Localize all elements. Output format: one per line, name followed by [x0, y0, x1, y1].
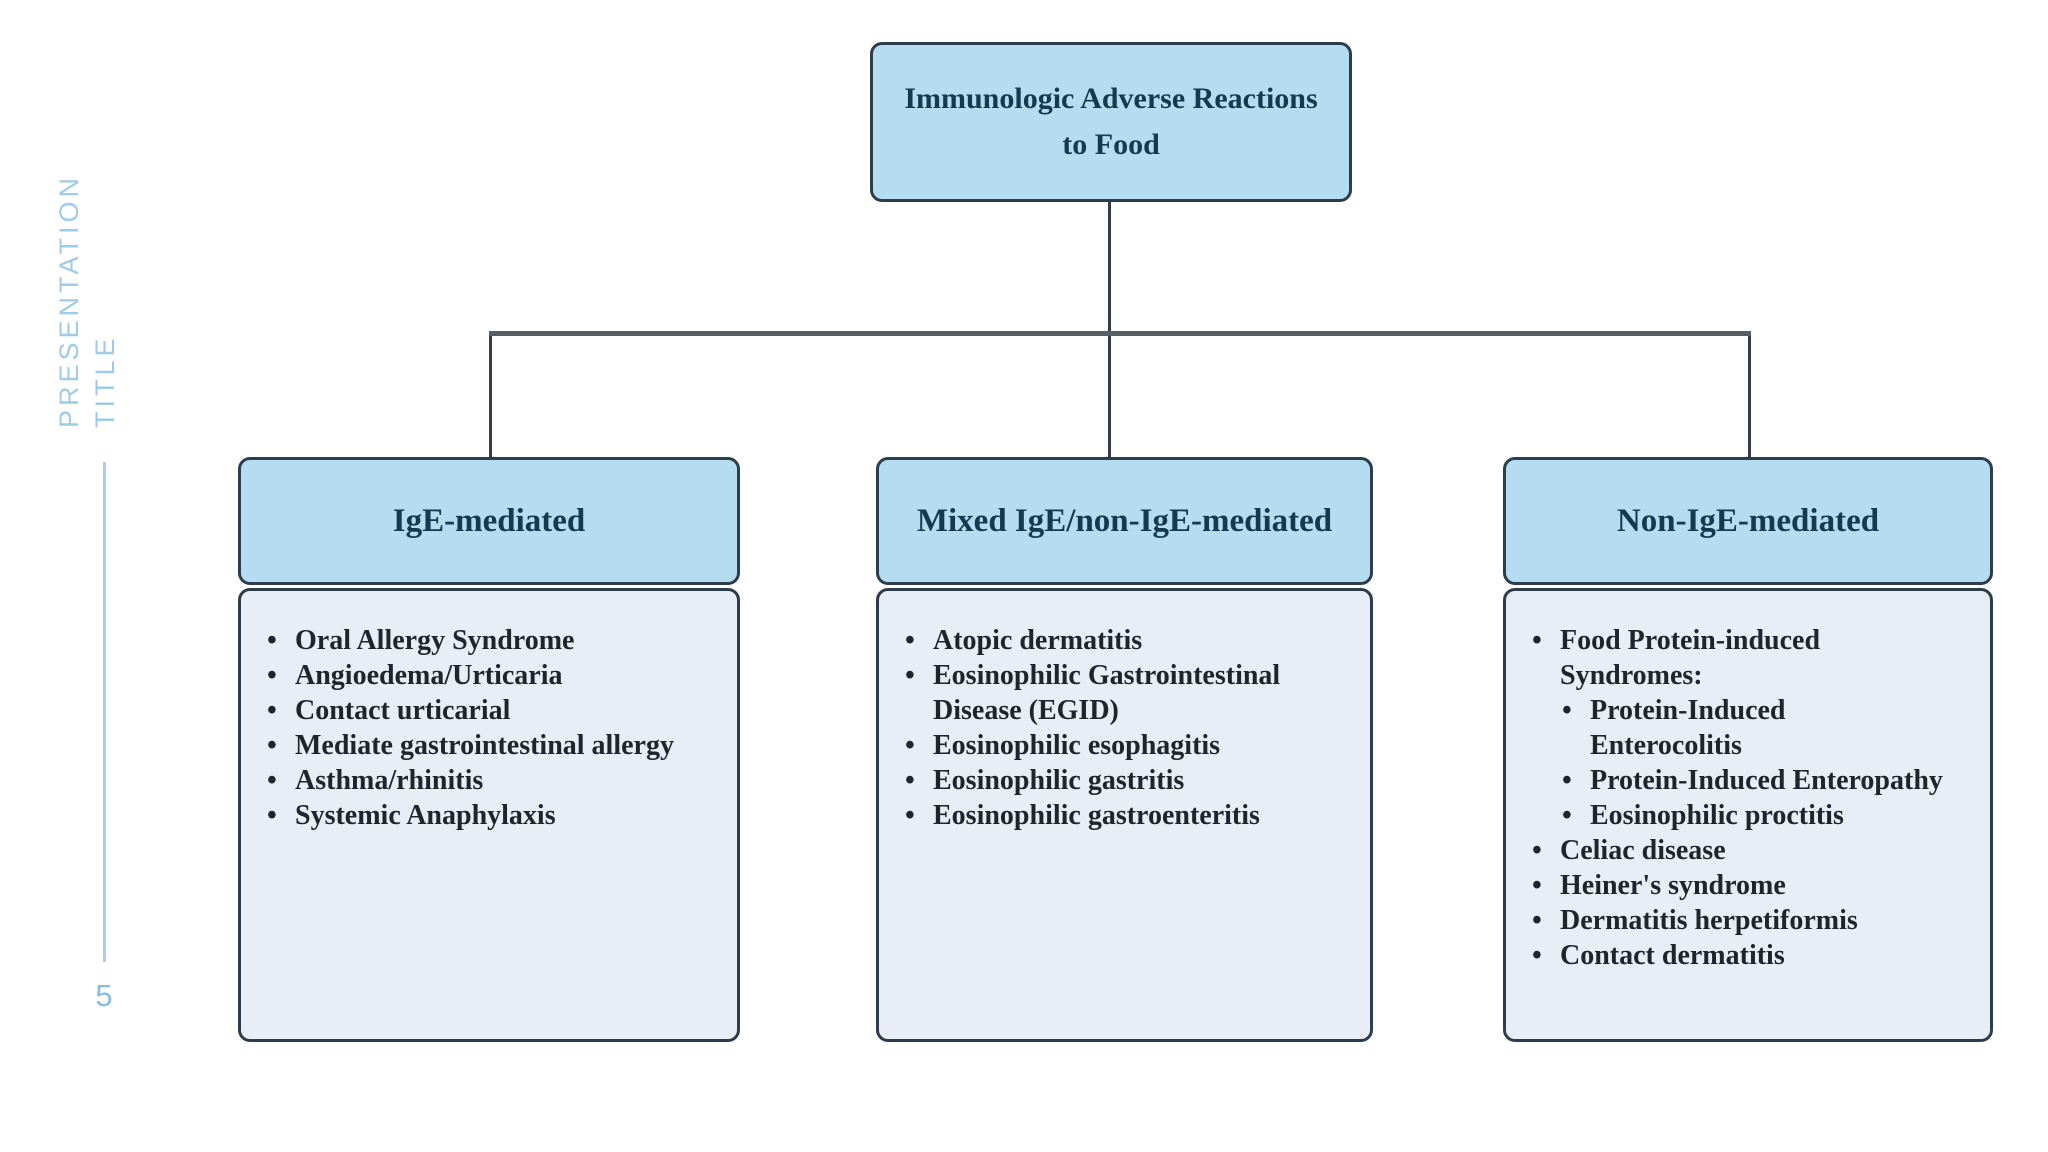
list-item: • Oral Allergy Syndrome	[267, 623, 723, 658]
list-item-sub: • Protein-Induced Enteropathy	[1562, 763, 1976, 798]
list-item-text: Systemic Anaphylaxis	[295, 800, 556, 831]
list-item-text: Eosinophilic proctitis	[1590, 800, 1844, 831]
root-node-box: Immunologic Adverse Reactions to Food	[870, 42, 1352, 202]
bullet: •	[1532, 870, 1542, 901]
list-item: • Mediate gastrointestinal allergy	[267, 728, 723, 763]
connector-horizontal-line	[489, 331, 1751, 336]
root-node-title: Immunologic Adverse Reactions to Food	[904, 82, 1318, 161]
category-body-mixed-mediated: • Atopic dermatitis • Eosinophilic Gastr…	[876, 588, 1373, 1042]
list-item: • Eosinophilic gastritis	[905, 763, 1356, 798]
connector-right-vertical-line	[1748, 334, 1751, 460]
list-item: • Angioedema/Urticaria	[267, 658, 723, 693]
bullet: •	[905, 625, 915, 656]
list-item: • Eosinophilic gastroenteritis	[905, 798, 1356, 833]
list-item-text: Contact dermatitis	[1560, 940, 1785, 971]
bullet: •	[267, 765, 277, 796]
list-item: • Heiner's syndrome	[1532, 868, 1976, 903]
bullet: •	[1532, 940, 1542, 971]
list-item-sub: • Eosinophilic proctitis	[1562, 798, 1976, 833]
list-item-text: Celiac disease	[1560, 835, 1726, 866]
category-header-mixed-mediated: Mixed IgE/non-IgE-mediated	[876, 457, 1373, 585]
list-item: • Systemic Anaphylaxis	[267, 798, 723, 833]
bullet: •	[1562, 800, 1572, 831]
bullet: •	[1532, 905, 1542, 936]
sidebar-title-line1: PRESENTATION	[54, 173, 84, 428]
category-header-label: Non-IgE-mediated	[1616, 502, 1880, 539]
bullet: •	[1562, 695, 1572, 726]
bullet: •	[1562, 765, 1572, 796]
list-item: • Eosinophilic Gastrointestinal Disease …	[905, 658, 1356, 728]
sidebar-presentation-title: PRESENTATION TITLE	[51, 128, 125, 428]
list-item-text: Food Protein-induced Syndromes:	[1560, 625, 1821, 691]
sidebar-rule	[103, 462, 106, 962]
bullet: •	[267, 730, 277, 761]
sidebar-title-line2: TITLE	[90, 334, 120, 428]
list-item: • Atopic dermatitis	[905, 623, 1356, 658]
category-header-label: IgE-mediated	[392, 502, 586, 539]
list-item: • Contact dermatitis	[1532, 938, 1976, 973]
list-item-text: Oral Allergy Syndrome	[295, 625, 575, 656]
category-header-label: Mixed IgE/non-IgE-mediated	[916, 502, 1333, 539]
list-item-text: Eosinophilic gastritis	[933, 765, 1185, 796]
list-item-text: Contact urticarial	[295, 695, 511, 726]
list-item-text: Dermatitis herpetiformis	[1560, 905, 1858, 936]
list-item-text: Angioedema/Urticaria	[295, 660, 563, 691]
list-item-text: Mediate gastrointestinal allergy	[295, 730, 674, 761]
list-item-text: Atopic dermatitis	[933, 625, 1143, 656]
bullet: •	[267, 660, 277, 691]
bullet: •	[905, 800, 915, 831]
bullet: •	[267, 800, 277, 831]
list-item-text: Eosinophilic Gastrointestinal Disease (E…	[933, 660, 1281, 726]
list-item-text: Protein-Induced Enterocolitis	[1590, 695, 1786, 761]
bullet: •	[267, 625, 277, 656]
bullet: •	[905, 765, 915, 796]
list-item-text: Asthma/rhinitis	[295, 765, 484, 796]
category-header-ige-mediated: IgE-mediated	[238, 457, 740, 585]
category-body-ige-mediated: • Oral Allergy Syndrome • Angioedema/Urt…	[238, 588, 740, 1042]
list-item: • Eosinophilic esophagitis	[905, 728, 1356, 763]
list-item: • Food Protein-induced Syndromes:	[1532, 623, 1976, 693]
list-item-text: Eosinophilic esophagitis	[933, 730, 1221, 761]
bullet: •	[1532, 835, 1542, 866]
bullet: •	[1532, 625, 1542, 656]
category-body-non-ige-mediated: • Food Protein-induced Syndromes: • Prot…	[1503, 588, 1993, 1042]
list-item: • Asthma/rhinitis	[267, 763, 723, 798]
page-number: 5	[95, 978, 113, 1013]
list-item: • Celiac disease	[1532, 833, 1976, 868]
bullet: •	[905, 730, 915, 761]
list-item-text: Heiner's syndrome	[1560, 870, 1786, 901]
list-item-sub: • Protein-Induced Enterocolitis	[1562, 693, 1976, 763]
connector-left-vertical-line	[489, 334, 492, 460]
list-item-text: Protein-Induced Enteropathy	[1590, 765, 1943, 796]
bullet: •	[267, 695, 277, 726]
list-item: • Dermatitis herpetiformis	[1532, 903, 1976, 938]
list-item-text: Eosinophilic gastroenteritis	[933, 800, 1260, 831]
list-item: • Contact urticarial	[267, 693, 723, 728]
bullet: •	[905, 660, 915, 691]
category-header-non-ige-mediated: Non-IgE-mediated	[1503, 457, 1993, 585]
